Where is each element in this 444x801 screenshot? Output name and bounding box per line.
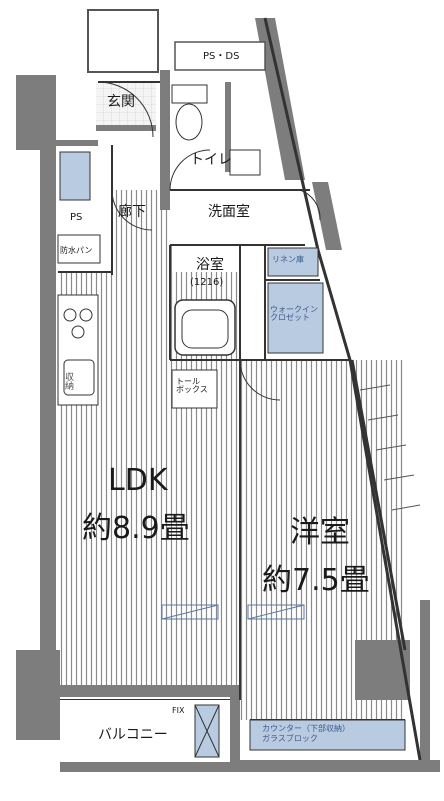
ps-ds-label: PS・DS (203, 51, 240, 62)
ps-ds-box (174, 41, 266, 71)
waterproof-pan (57, 234, 101, 264)
ldk-label: LDK (108, 463, 168, 498)
corridor-label: 廊下 (118, 204, 146, 220)
toilet-label: トイレ (190, 152, 232, 168)
bathroom-label: 浴室 (196, 257, 224, 273)
linen-closet (267, 247, 319, 277)
ps-label: PS (70, 212, 83, 223)
entrance-label: 玄関 (107, 94, 135, 110)
western-room-label: 洋室 (290, 515, 350, 550)
washroom-tile (170, 190, 300, 245)
window-marks (359, 384, 421, 511)
toilet-bowl (175, 103, 203, 141)
walk-in-closet (267, 282, 324, 354)
counter-label: カウンター（下部収納） ガラスブロック (262, 724, 350, 743)
fix-label: FIX (172, 706, 185, 715)
bathroom-size-label: (1216) (190, 277, 224, 288)
burner-1 (63, 308, 77, 322)
walls (16, 9, 440, 772)
storage-label: 収納 (63, 372, 73, 390)
counter (249, 719, 406, 751)
fix-windows (161, 604, 305, 620)
tall-cabinet-label: トール ボックス (176, 377, 208, 394)
balcony-label: バルコニー (98, 727, 168, 743)
tall-cabinet (171, 369, 218, 409)
toilet-tank (171, 84, 208, 104)
burner-2 (79, 308, 93, 322)
linen-label: リネン庫 (272, 255, 304, 264)
burner-3 (71, 325, 85, 339)
toilet-sink (229, 149, 261, 176)
waterproof-pan-label: 防水パン (60, 246, 93, 255)
washroom-label: 洗面室 (208, 204, 250, 220)
slanted-wall (263, 17, 422, 761)
western-size-label: 約7.5畳 (262, 563, 370, 598)
kitchen-sink (63, 359, 95, 396)
doors (97, 81, 321, 401)
fridge-space (59, 151, 91, 201)
walk-in-closet-label: ウォークイン クロゼット (270, 305, 318, 322)
ldk-size-label: 約8.9畳 (82, 511, 190, 546)
western-slope-floor (305, 360, 405, 720)
